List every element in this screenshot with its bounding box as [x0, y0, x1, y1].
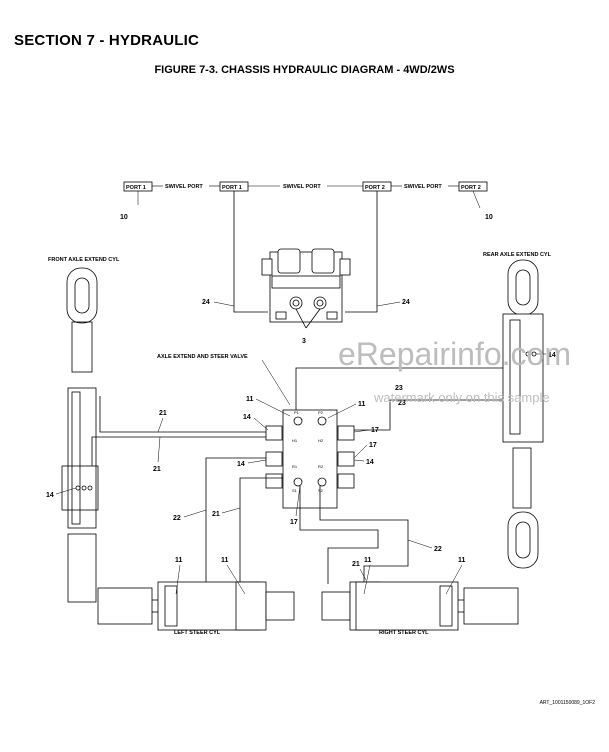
callout-17-mid: 17: [369, 442, 377, 449]
rear-axle-extend-cyl-label: REAR AXLE EXTEND CYL: [483, 252, 552, 258]
callout-24-right: 24: [402, 299, 410, 306]
front-axle-extend-cyl-label: FRONT AXLE EXTEND CYL: [48, 257, 120, 263]
right-steer-cyl: [321, 581, 519, 631]
port-row: PORT 1 PORT 1 PORT 2 PORT 2 SWIVEL PORT …: [120, 181, 493, 221]
art-id: ART_1001150089_1OF2: [539, 700, 595, 706]
valve-port-h1: H1: [292, 438, 298, 443]
valve-port-r1: R1: [292, 464, 298, 469]
rear-axle-extend-cyl: [502, 259, 544, 569]
callout-21-right-steer: 21: [352, 561, 360, 568]
callout-23-upper: 23: [395, 385, 403, 392]
swivel-port-label-1: SWIVEL PORT: [165, 184, 203, 190]
callout-14-front: 14: [46, 492, 54, 499]
left-steer-cyl-label: LEFT STEER CYL: [174, 630, 221, 636]
swivel-port-label-2: SWIVEL PORT: [283, 184, 321, 190]
valve-port-s1: S1: [292, 488, 298, 493]
valve-port-p1: P1: [294, 410, 300, 415]
swivel-port-label-3: SWIVEL PORT: [404, 184, 442, 190]
top-valve: [261, 248, 351, 329]
callout-11-left-steer-a: 11: [175, 557, 183, 564]
right-steer-cyl-label: RIGHT STEER CYL: [379, 630, 429, 636]
port1-left-label: PORT 1: [126, 185, 146, 191]
watermark: eRepairinfo.com: [338, 336, 571, 372]
valve-port-s2: S2: [318, 488, 324, 493]
valve-port-r2: R2: [318, 464, 324, 469]
port2-right-label: PORT 2: [461, 185, 481, 191]
callout-21-upper: 21: [159, 410, 167, 417]
callout-14-rear: 14: [548, 352, 556, 359]
callout-11-left-steer-b: 11: [221, 557, 229, 564]
callout-11-valve-left: 11: [246, 396, 254, 403]
callout-11-right-steer-b: 11: [458, 557, 466, 564]
main-valve-block: [265, 409, 355, 509]
callout-21-lower: 21: [153, 466, 161, 473]
valve-port-p2: P2: [318, 410, 324, 415]
callout-17-bottom: 17: [290, 519, 298, 526]
figure-title: FIGURE 7-3. CHASSIS HYDRAULIC DIAGRAM - …: [154, 64, 455, 76]
left-steer-cyl: [97, 581, 295, 631]
callout-23-lower: 23: [398, 400, 406, 407]
callout-24-left: 24: [202, 299, 210, 306]
callout-14-valve-mid: 14: [237, 461, 245, 468]
callout-22-left: 22: [173, 515, 181, 522]
section-title: SECTION 7 - HYDRAULIC: [14, 32, 200, 49]
callout-17-top: 17: [371, 427, 379, 434]
callout-3: 3: [302, 338, 306, 345]
callout-10-right: 10: [485, 214, 493, 221]
callout-14-valve-right: 14: [366, 459, 374, 466]
axle-extend-steer-valve-label: AXLE EXTEND AND STEER VALVE: [157, 354, 248, 360]
port2-mid-label: PORT 2: [365, 185, 385, 191]
watermark-subtitle: watermark only on this sample: [374, 390, 550, 405]
callout-11-valve-right: 11: [358, 401, 366, 408]
valve-port-h2: H2: [318, 438, 324, 443]
callout-11-right-steer-a: 11: [364, 557, 372, 564]
callout-10-left: 10: [120, 214, 128, 221]
front-axle-extend-cyl: [61, 267, 99, 603]
callout-21-left-steer: 21: [212, 511, 220, 518]
callout-22-right: 22: [434, 546, 442, 553]
port1-mid-label: PORT 1: [222, 185, 242, 191]
callout-14-valve-top: 14: [243, 414, 251, 421]
